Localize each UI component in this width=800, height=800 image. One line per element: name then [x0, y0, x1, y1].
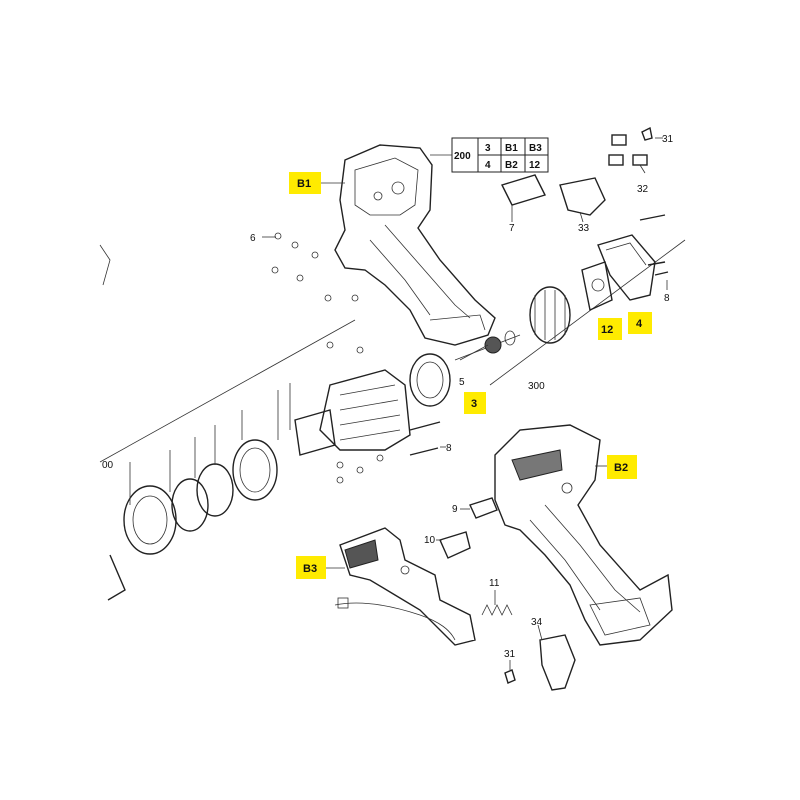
housing-b2-drawing	[494, 424, 673, 646]
part-31-bottom: 31	[504, 649, 516, 660]
table-cell-r2c1: 4	[485, 160, 491, 171]
part-8-right: 8	[664, 293, 670, 304]
highlight-4	[628, 312, 652, 334]
callout-b1: B1	[297, 178, 311, 190]
part-10: 10	[424, 535, 436, 546]
highlight-b1	[289, 172, 321, 194]
part-5: 5	[459, 377, 465, 388]
part-7: 7	[509, 223, 515, 234]
highlight-12	[598, 318, 622, 340]
highlight-3	[464, 392, 486, 414]
part-6: 6	[250, 233, 256, 244]
housing-b1-drawing	[334, 144, 496, 346]
table-cell-r1c1: 3	[485, 143, 491, 154]
chuck-rings-drawing	[99, 244, 278, 601]
end-cover-drawing	[597, 234, 656, 301]
number-leaders	[262, 137, 668, 670]
part-11: 11	[489, 578, 500, 589]
part-300: 300	[528, 381, 545, 392]
reference-table: 200 3 B1 B3 4 B2 12	[430, 137, 549, 173]
callout-4: 4	[636, 318, 643, 330]
motor-drawing	[459, 261, 613, 361]
highlight-b3	[296, 556, 326, 579]
callout-3: 3	[471, 398, 477, 410]
callout-b2: B2	[614, 462, 628, 474]
table-cell-r1c2: B1	[505, 143, 518, 154]
callout-12: 12	[601, 324, 613, 336]
part-number-labels: 6 7 33 32 31 8 5 300 8 00 9 10 11 34 31	[102, 134, 674, 660]
callout-b3: B3	[303, 563, 317, 575]
trigger-switch-b3-drawing	[334, 527, 476, 646]
gearbox-assembly-drawing	[294, 353, 451, 456]
part-34: 34	[531, 617, 543, 628]
part-32: 32	[637, 184, 649, 195]
table-cell-r2c2: B2	[505, 160, 518, 171]
table-assembly-number: 200	[454, 151, 471, 162]
part-31-top: 31	[662, 134, 674, 145]
part-33: 33	[578, 223, 590, 234]
part-8-center: 8	[446, 443, 452, 454]
part-9: 9	[452, 504, 458, 515]
table-cell-r2c3: 12	[529, 160, 541, 171]
part-00: 00	[102, 460, 114, 471]
highlight-b2	[607, 455, 637, 479]
table-cell-r1c3: B3	[529, 143, 542, 154]
highlighted-callouts: B1 B2 B3 3 4 12	[289, 172, 652, 579]
